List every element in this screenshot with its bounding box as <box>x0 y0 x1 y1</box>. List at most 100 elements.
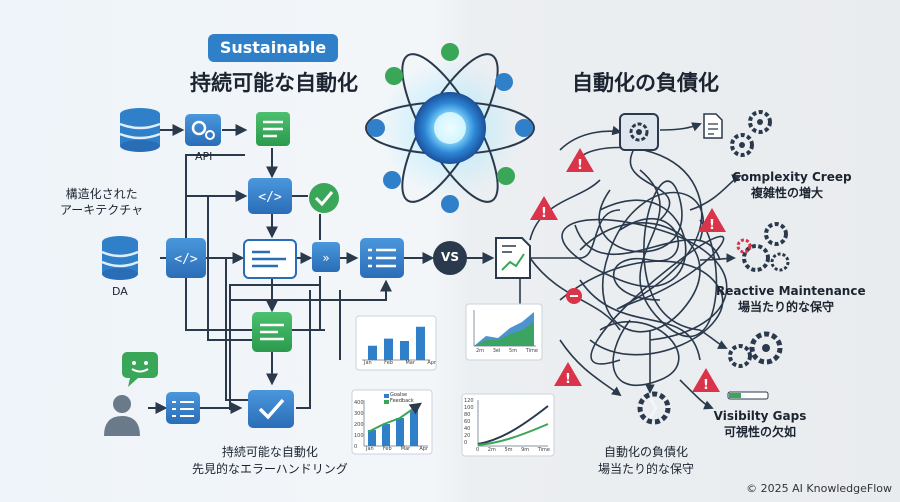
issue-en: Reactive Maintenance <box>716 284 866 298</box>
warning-icon-4: ! <box>554 362 582 387</box>
progress-bar-icon <box>727 391 769 400</box>
atom-icon <box>365 43 535 213</box>
file-icon <box>703 113 723 139</box>
tick-label: 5m <box>504 447 513 453</box>
tick-label: 2m <box>476 348 485 354</box>
tick-label: Apr <box>427 360 436 366</box>
issue-visibility-gaps: Visibilty Gaps 可視性の欠如 <box>712 409 808 440</box>
tick-label: 300 <box>354 411 364 417</box>
issue-ja: 場当たり的な保守 <box>737 300 834 314</box>
vs-badge <box>433 241 467 275</box>
svg-text:!: ! <box>577 158 583 173</box>
mini-chart-3-xticks: 2m 3el 5m Time <box>476 348 538 354</box>
mini-area-chart <box>465 303 543 361</box>
tick-label: Time <box>537 447 550 453</box>
bar-jan <box>368 345 377 360</box>
broken-gear-icon <box>637 391 671 425</box>
issue-ja: 複雑性の増大 <box>750 186 823 200</box>
gear-box-icon <box>619 113 659 151</box>
mini-bar-chart-1 <box>355 315 437 371</box>
mini-chart-4-xticks: 0 2m 5m 9m Time <box>476 447 550 453</box>
notes-icon <box>252 312 292 352</box>
mini-line-chart <box>461 393 555 457</box>
tick-label: 5m <box>509 348 518 354</box>
tick-label: 60 <box>464 419 471 425</box>
tick-label: Time <box>525 348 538 354</box>
document-icon <box>256 112 290 146</box>
left-flow-connectors <box>148 124 435 414</box>
bar-feb <box>384 338 393 360</box>
right-caption: 自動化の負債化 場当たり的な保守 <box>598 445 695 476</box>
gears-cluster-icon-2 <box>736 222 790 272</box>
tick-label: 2m <box>487 447 496 453</box>
list-icon <box>360 238 404 278</box>
warning-icon-5: ! <box>692 368 720 393</box>
tick-label: Feb <box>384 360 394 366</box>
issue-en: Visibilty Gaps <box>713 409 807 423</box>
structured-architecture-label: 構造化された アーキテクチャ <box>60 187 144 217</box>
tick-label: 20 <box>464 433 471 439</box>
bar-mar <box>400 341 409 360</box>
tick-label: 200 <box>354 422 364 428</box>
left-caption: 持続可能な自動化 先見的なエラーハンドリング <box>192 445 348 476</box>
user-icon <box>104 395 140 436</box>
tick-label: 100 <box>354 433 364 439</box>
api-gears-icon <box>185 114 221 146</box>
api-label: API <box>195 150 213 163</box>
code-icon: </> <box>248 178 292 214</box>
mini-chart-2-yticks: 400 300 200 100 0 <box>354 398 364 453</box>
issue-complexity-creep: Complexity Creep 複雑性の増大 <box>732 170 852 201</box>
mini-chart-2-categories: Jan Feb Mar Apr <box>366 446 428 452</box>
mini-chart-4-yticks: 120 100 80 60 40 20 0 <box>464 398 474 447</box>
sustainable-badge: Sustainable <box>208 34 338 62</box>
tick-label: 80 <box>464 412 471 418</box>
tick-label: 100 <box>464 405 474 411</box>
database-icon <box>119 108 161 152</box>
warning-icons: ! ! ! ! ! <box>530 148 726 393</box>
tick-label: Feb <box>382 446 392 452</box>
tick-label: Mar <box>405 360 415 366</box>
svg-text:!: ! <box>703 378 709 393</box>
left-title: 持続可能な自動化 <box>190 71 358 95</box>
mini-bar-chart-2 <box>351 389 433 455</box>
tick-label: Mar <box>400 446 411 452</box>
gears-cluster-icon-1 <box>730 110 772 157</box>
legend-entry: Feedback <box>390 398 414 404</box>
issue-reactive-maintenance: Reactive Maintenance 場当たり的な保守 <box>716 284 866 315</box>
chat-bubble-icon <box>122 352 158 387</box>
tick-label: 0 <box>464 440 468 446</box>
mini-chart-1-categories: Jan Feb Mar Apr <box>364 360 436 366</box>
tangled-connectors <box>519 122 742 410</box>
right-title: 自動化の負債化 <box>572 71 719 95</box>
svg-text:!: ! <box>541 206 547 221</box>
tick-label: 9m <box>521 447 530 453</box>
tick-label: 40 <box>464 426 471 432</box>
error-dot-icon <box>566 288 582 304</box>
tick-label: 3el <box>492 348 501 354</box>
gears-cluster-icon-3 <box>728 331 783 368</box>
mini-chart-2-legend: Goalse Feedback <box>390 392 414 404</box>
check-circle-icon <box>309 183 339 213</box>
tick-label: Jan <box>366 446 374 452</box>
tick-label: 0 <box>354 444 358 450</box>
svg-text:</>: </> <box>174 252 198 267</box>
checkmark-box-icon <box>248 390 294 428</box>
copyright-text: © 2025 AI KnowledgeFlow <box>746 482 892 495</box>
svg-text:!: ! <box>709 218 715 233</box>
vs-label: VS <box>441 250 459 264</box>
tick-label: Apr <box>419 446 428 452</box>
database-icon-2 <box>101 236 139 280</box>
forward-icon: » <box>312 242 340 272</box>
list-icon-2 <box>166 392 200 424</box>
tick-label: 120 <box>464 398 474 404</box>
warning-icon-2: ! <box>530 196 558 221</box>
issue-ja: 可視性の欠如 <box>723 425 796 439</box>
report-document-icon <box>495 237 531 279</box>
bar-apr <box>416 326 425 360</box>
warning-icon-3: ! <box>698 208 726 233</box>
list-panel-icon <box>243 239 297 279</box>
tick-label: 400 <box>354 400 364 406</box>
tick-label: 0 <box>476 447 480 453</box>
